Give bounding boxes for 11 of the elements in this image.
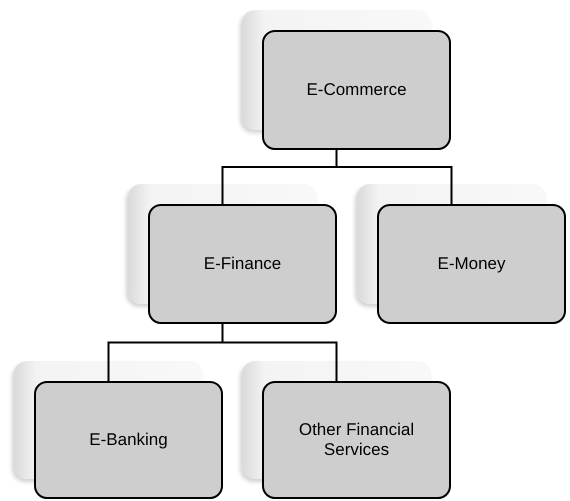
process-box	[262, 381, 451, 499]
process-box	[377, 204, 566, 324]
process-box	[262, 30, 451, 150]
process-box	[148, 204, 337, 324]
box-label: E-Banking	[89, 430, 168, 450]
box-label: Other Financial Services	[298, 420, 416, 460]
connector-line	[222, 324, 338, 381]
box-label: E-Finance	[204, 254, 282, 274]
box-label: E-Money	[437, 254, 506, 274]
box-label: E-Commerce	[306, 80, 407, 100]
process-box	[34, 381, 223, 499]
